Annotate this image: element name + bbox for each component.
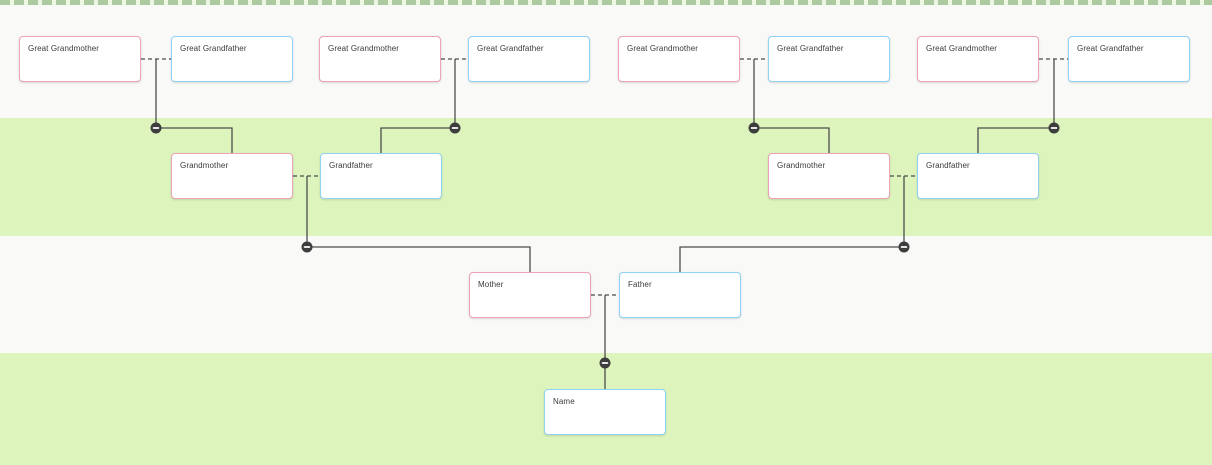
minus-icon-bar: [900, 246, 908, 248]
node-label: Great Grandfather: [1077, 44, 1144, 53]
node-label: Great Grandmother: [28, 44, 100, 53]
node-gm_l[interactable]: Grandmother: [171, 153, 293, 199]
node-label: Grandfather: [329, 161, 373, 170]
node-label: Great Grandfather: [180, 44, 247, 53]
node-ggm3[interactable]: Great Grandmother: [618, 36, 740, 82]
node-mother[interactable]: Mother: [469, 272, 591, 318]
node-ggf4[interactable]: Great Grandfather: [1068, 36, 1190, 82]
parents-band: [0, 236, 1212, 353]
collapse-button[interactable]: [150, 122, 162, 134]
collapse-button[interactable]: [1048, 122, 1060, 134]
collapse-button[interactable]: [599, 357, 611, 369]
node-label: Great Grandmother: [926, 44, 998, 53]
node-label: Grandfather: [926, 161, 970, 170]
node-ggm2[interactable]: Great Grandmother: [319, 36, 441, 82]
node-gf_l[interactable]: Grandfather: [320, 153, 442, 199]
collapse-button[interactable]: [748, 122, 760, 134]
node-label: Grandmother: [180, 161, 229, 170]
node-ggm1[interactable]: Great Grandmother: [19, 36, 141, 82]
minus-icon-bar: [152, 127, 160, 129]
node-ggm4[interactable]: Great Grandmother: [917, 36, 1039, 82]
collapse-button[interactable]: [301, 241, 313, 253]
node-father[interactable]: Father: [619, 272, 741, 318]
collapse-button[interactable]: [449, 122, 461, 134]
minus-icon-bar: [750, 127, 758, 129]
node-label: Great Grandmother: [328, 44, 400, 53]
node-name[interactable]: Name: [544, 389, 666, 435]
node-label: Name: [553, 397, 575, 406]
node-ggf1[interactable]: Great Grandfather: [171, 36, 293, 82]
page-boundary-dashed-border: [0, 0, 1212, 5]
node-gm_r[interactable]: Grandmother: [768, 153, 890, 199]
minus-icon-bar: [451, 127, 459, 129]
collapse-button[interactable]: [898, 241, 910, 253]
node-gf_r[interactable]: Grandfather: [917, 153, 1039, 199]
node-label: Father: [628, 280, 652, 289]
node-label: Great Grandfather: [777, 44, 844, 53]
node-label: Great Grandmother: [627, 44, 699, 53]
node-label: Great Grandfather: [477, 44, 544, 53]
minus-icon-bar: [1050, 127, 1058, 129]
node-label: Grandmother: [777, 161, 826, 170]
minus-icon-bar: [601, 362, 609, 364]
node-label: Mother: [478, 280, 504, 289]
minus-icon-bar: [303, 246, 311, 248]
node-ggf3[interactable]: Great Grandfather: [768, 36, 890, 82]
node-ggf2[interactable]: Great Grandfather: [468, 36, 590, 82]
